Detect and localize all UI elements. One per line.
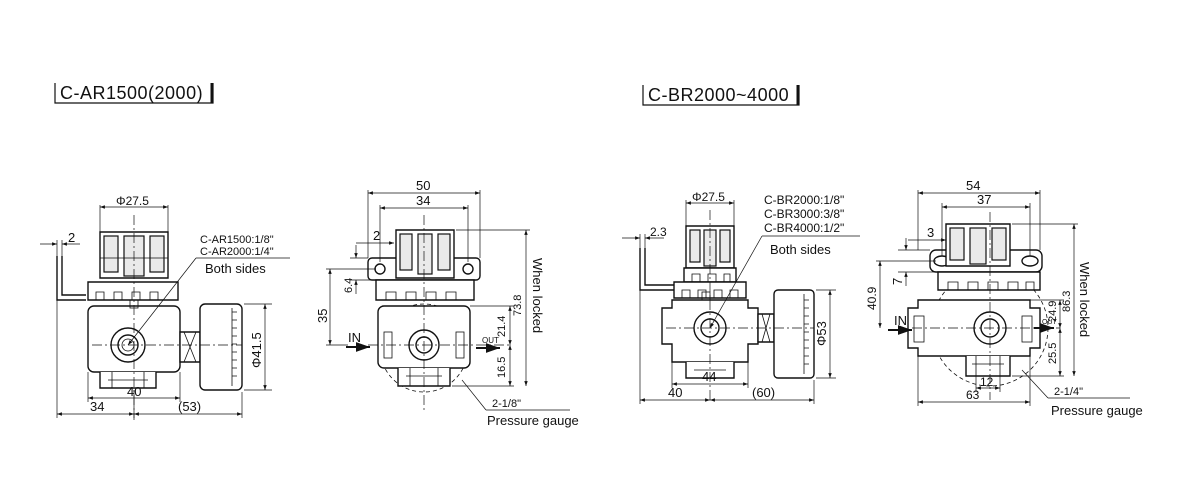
port-spec-ar1500: C-AR1500:1/8": [200, 234, 274, 246]
dim-12: 12: [980, 375, 994, 389]
dim-body-44: 44: [702, 369, 716, 384]
dim-gap-2: 2: [373, 228, 380, 243]
in-port-label: IN: [894, 313, 907, 328]
when-locked-label: When locked: [1077, 262, 1092, 337]
lock-nut: [375, 279, 475, 301]
dim-63: 63: [966, 388, 980, 402]
dim-35: 35: [315, 309, 330, 323]
dim-40-9: 40.9: [865, 286, 879, 310]
gauge-port-spec: 2-1/4": [1054, 386, 1083, 398]
dim-gauge-dia: Φ53: [814, 321, 829, 346]
dim-60: (60): [752, 385, 775, 400]
dim-7: 7: [890, 278, 905, 285]
port-spec-ar2000: C-AR2000:1/4": [200, 246, 274, 258]
dim-holes-34: 34: [416, 193, 430, 208]
port-spec-br3000: C-BR3000:3/8": [764, 207, 844, 221]
when-locked-label: When locked: [530, 258, 545, 333]
dim-3: 3: [927, 225, 934, 240]
gauge-port-spec: 2-1/8": [492, 398, 521, 410]
port-spec-br4000: C-BR4000:1/2": [764, 221, 844, 235]
model-title-br: C-BR2000~4000: [648, 85, 789, 105]
br-side-view: Φ27.5 2.3 C-BR2000:1/8" C-BR3000:3/8" C-…: [622, 190, 860, 404]
lock-nut: [937, 271, 1041, 291]
out-port-label: OUT: [482, 336, 499, 345]
dim-knob-dia: Φ27.5: [116, 194, 149, 208]
dim-73-8: 73.8: [512, 295, 524, 316]
title-box-right: C-BR2000~4000: [642, 85, 800, 106]
dim-54: 54: [966, 178, 980, 193]
dim-6-4: 6.4: [343, 278, 355, 293]
ar-side-view: Φ27.5 2 C-AR1500:1/8" C-AR2000:1/4" Both…: [40, 194, 290, 420]
dim-24-9: 24.9: [1047, 301, 1059, 322]
dim-40: 40: [668, 385, 682, 400]
dim-34: 34: [90, 399, 104, 414]
title-box-left: C-AR1500(2000): [54, 83, 214, 104]
dim-body-40: 40: [127, 384, 141, 399]
dim-86-3: 86.3: [1061, 291, 1073, 312]
both-sides-label: Both sides: [770, 242, 831, 257]
pressure-gauge-label: Pressure gauge: [1051, 403, 1143, 418]
out-port-label: OUT: [1042, 319, 1058, 326]
ar-front-view: IN OUT 50 34 2 6.4 35 21.4 16.5 73.8: [315, 178, 579, 428]
lock-nut: [87, 281, 179, 301]
dim-53: (53): [178, 399, 201, 414]
dim-21-4: 21.4: [496, 316, 508, 337]
br-front-view: IN OUT 54 37 3 7 40.9 24.9 25.5 86.3: [865, 178, 1143, 418]
pressure-gauge: [773, 289, 815, 379]
in-port-label: IN: [348, 330, 361, 345]
dim-flange-50: 50: [416, 178, 430, 193]
dim-16-5: 16.5: [496, 357, 508, 378]
bottom-cap: [965, 356, 1011, 377]
model-title-ar: C-AR1500(2000): [60, 83, 203, 103]
dim-25-5: 25.5: [1047, 343, 1059, 364]
dim-gauge-dia: Φ41.5: [249, 332, 264, 368]
dim-knob-dia: Φ27.5: [692, 190, 725, 204]
dim-37: 37: [977, 192, 991, 207]
dim-bracket-gap: 2.3: [650, 225, 667, 239]
both-sides-label: Both sides: [205, 261, 266, 276]
dim-bracket-gap: 2: [68, 230, 75, 245]
pressure-gauge: [199, 303, 243, 391]
port-spec-br2000: C-BR2000:1/8": [764, 193, 844, 207]
pressure-gauge-label: Pressure gauge: [487, 413, 579, 428]
